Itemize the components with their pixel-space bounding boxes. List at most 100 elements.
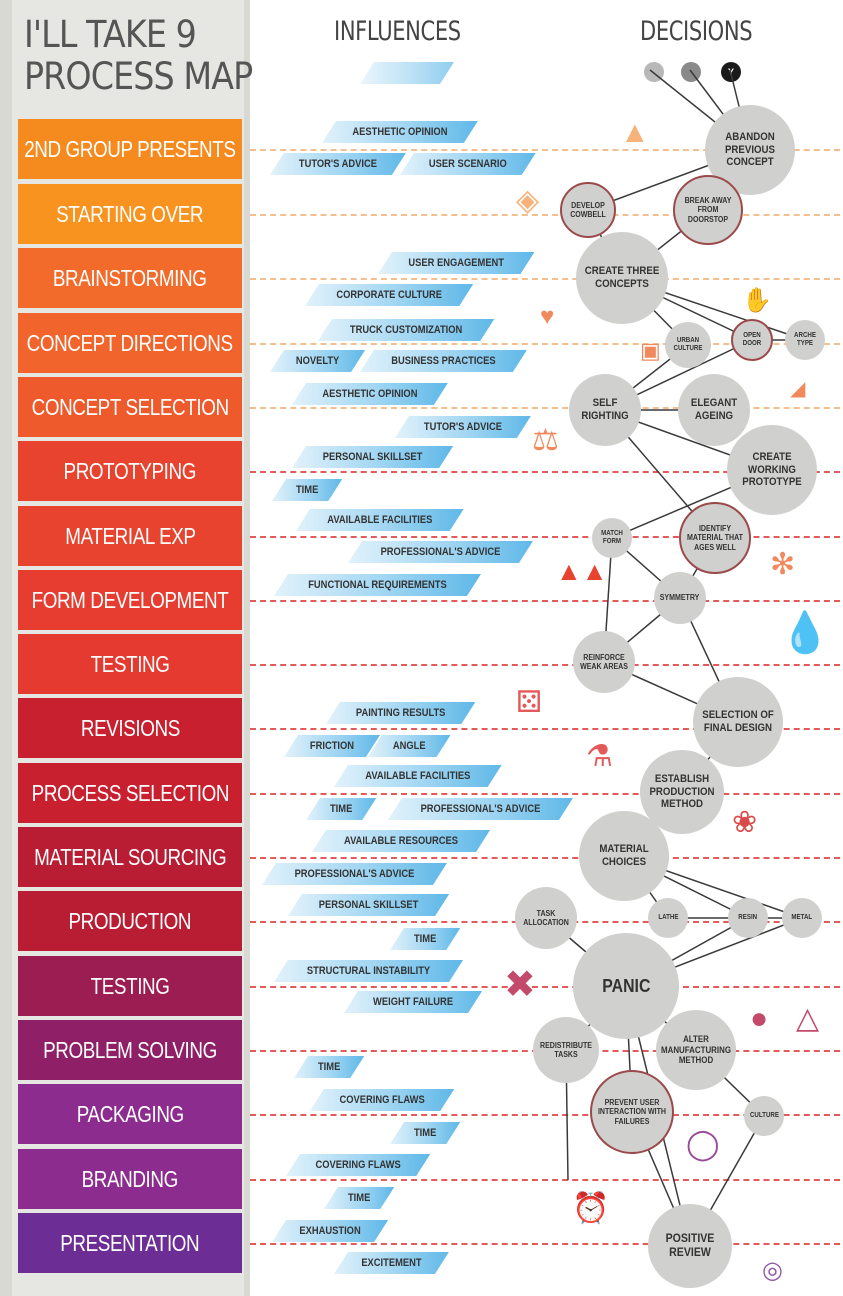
- stage-label: MATERIAL EXP: [64, 522, 196, 549]
- row-line: [250, 278, 840, 280]
- row-line: [250, 1179, 840, 1181]
- influence-tag: AESTHETIC OPINION: [292, 383, 448, 405]
- title-line-1: I'LL TAKE 9: [24, 13, 197, 56]
- stage-form-development: FORM DEVELOPMENT: [18, 570, 242, 630]
- target-icon: ◎: [762, 1257, 783, 1284]
- decision-node: PREVENT USER INTERACTION WITH FAILURES: [590, 1070, 674, 1154]
- stage-presentation: PRESENTATION: [18, 1213, 242, 1273]
- influence-tag: PROFESSIONAL'S ADVICE: [348, 541, 533, 563]
- decision-node: CREATE THREE CONCEPTS: [576, 232, 668, 324]
- stage-label: STARTING OVER: [56, 200, 204, 227]
- decision-node: ESTABLISH PRODUCTION METHOD: [640, 750, 724, 834]
- drop-icon: 💧: [780, 611, 830, 655]
- influence-tag: TUTOR'S ADVICE: [395, 416, 531, 438]
- stage-label: TESTING: [90, 972, 170, 999]
- stamp-icon: ▲: [620, 116, 650, 149]
- stage-2nd-group-presents: 2ND GROUP PRESENTS: [18, 119, 242, 179]
- decision-node: PANIC: [573, 933, 679, 1039]
- influence-tag: AVAILABLE RESOURCES: [312, 830, 490, 852]
- influence-tag: TUTOR'S ADVICE: [270, 153, 406, 175]
- vase-icon: ◯: [686, 1128, 720, 1161]
- decision-node: MATERIAL CHOICES: [579, 811, 669, 901]
- row-line: [250, 728, 840, 730]
- boot-icon: ⚄: [516, 686, 543, 719]
- influence-tag: PERSONAL SKILLSET: [288, 894, 449, 916]
- stage-label: 2ND GROUP PRESENTS: [24, 135, 236, 162]
- stage-material-exp: MATERIAL EXP: [18, 506, 242, 566]
- decision-node: SELF RIGHTING: [569, 374, 641, 446]
- influence-tag: USER SCENARIO: [400, 153, 536, 175]
- scale-icon: ⚖: [532, 424, 559, 457]
- decision-node: OPEN DOOR: [731, 319, 773, 361]
- row-line: [250, 471, 840, 473]
- stage-testing: TESTING: [18, 634, 242, 694]
- stage-label: BRANDING: [81, 1165, 179, 1192]
- stage-material-sourcing: MATERIAL SOURCING: [18, 827, 242, 887]
- influence-tag: AESTHETIC OPINION: [322, 121, 478, 143]
- decision-node: REINFORCE WEAK AREAS: [573, 631, 635, 693]
- stage-prototyping: PROTOTYPING: [18, 441, 242, 501]
- decision-node: CULTURE: [744, 1096, 784, 1136]
- influence-tag: BUSINESS PRACTICES: [360, 350, 527, 372]
- influence-tag: WEIGHT FAILURE: [344, 991, 482, 1013]
- atom-icon: ✻: [770, 548, 796, 581]
- stage-revisions: REVISIONS: [18, 698, 242, 758]
- stage-concept-directions: CONCEPT DIRECTIONS: [18, 313, 242, 373]
- row-line: [250, 600, 840, 602]
- hand-icon: ✋: [742, 287, 772, 314]
- influence-tag: EXCITEMENT: [334, 1252, 449, 1274]
- stage-process-selection: PROCESS SELECTION: [18, 763, 242, 823]
- stage-label: PROTOTYPING: [63, 457, 197, 484]
- row-line: [250, 1114, 840, 1116]
- decision-node: ALTER MANUFACTURING METHOD: [656, 1010, 736, 1090]
- stage-label: PROBLEM SOLVING: [43, 1036, 217, 1063]
- decision-node: TASK ALLOCATION: [515, 887, 577, 949]
- stage-label: CONCEPT DIRECTIONS: [26, 329, 234, 356]
- influence-tag: PAINTING RESULTS: [326, 702, 475, 724]
- decisions-heading: DECISIONS: [640, 16, 753, 47]
- row-line: [250, 407, 840, 409]
- influences-heading: INFLUENCES: [334, 16, 461, 47]
- influence-tag: ANGLE: [368, 735, 451, 757]
- ramp-icon: ◢: [790, 378, 806, 400]
- stage-label: CONCEPT SELECTION: [31, 393, 229, 420]
- influence-tag: USER ENGAGEMENT: [378, 252, 534, 274]
- decision-node: IDENTIFY MATERIAL THAT AGES WELL: [679, 502, 751, 574]
- decision-node: METAL: [782, 898, 822, 938]
- chart-icon: ▲▲: [556, 556, 608, 586]
- decision-node: CREATE WORKING PROTOTYPE: [727, 425, 817, 515]
- influence-tag: FUNCTIONAL REQUIREMENTS: [274, 574, 481, 596]
- influence-tag: TIME: [306, 798, 376, 820]
- influence-tag: STRUCTURAL INSTABILITY: [274, 960, 463, 982]
- influence-tag: FRICTION: [284, 735, 380, 757]
- influence-tag: TIME: [294, 1056, 364, 1078]
- influence-tag: COVERING FLAWS: [310, 1089, 454, 1111]
- influence-tag: TIME: [390, 928, 460, 950]
- bomb-icon: ●: [750, 1002, 769, 1035]
- title-line-2: PROCESS MAP: [24, 55, 253, 98]
- stage-label: MATERIAL SOURCING: [33, 843, 227, 870]
- stage-label: PRESENTATION: [60, 1229, 200, 1256]
- stage-brainstorming: BRAINSTORMING: [18, 248, 242, 308]
- stage-starting-over: STARTING OVER: [18, 184, 242, 244]
- influence-tag: TIME: [272, 479, 342, 501]
- stage-label: PACKAGING: [76, 1100, 184, 1127]
- row-line: [250, 986, 840, 988]
- stage-branding: BRANDING: [18, 1149, 242, 1209]
- stage-label: REVISIONS: [80, 714, 180, 741]
- influence-tag: TIME: [390, 1122, 460, 1144]
- influence-tag: CORPORATE CULTURE: [305, 284, 473, 306]
- clock-icon: ⏰: [572, 1192, 610, 1225]
- stage-testing-2: TESTING: [18, 956, 242, 1016]
- stage-label: PROCESS SELECTION: [31, 779, 229, 806]
- flask-icon: ⚗: [586, 740, 613, 773]
- decision-node: LATHE: [648, 898, 688, 938]
- influence-tag: EXHAUSTION: [272, 1220, 388, 1242]
- influence-legend-tag: [360, 62, 454, 84]
- bottle-icon: △: [796, 1002, 820, 1035]
- stage-label: FORM DEVELOPMENT: [31, 586, 229, 613]
- decision-node: DEVELOP COWBELL: [560, 182, 616, 238]
- stage-label: TESTING: [90, 650, 170, 677]
- influence-tag: TRUCK CUSTOMIZATION: [318, 319, 494, 341]
- stage-concept-selection: CONCEPT SELECTION: [18, 377, 242, 437]
